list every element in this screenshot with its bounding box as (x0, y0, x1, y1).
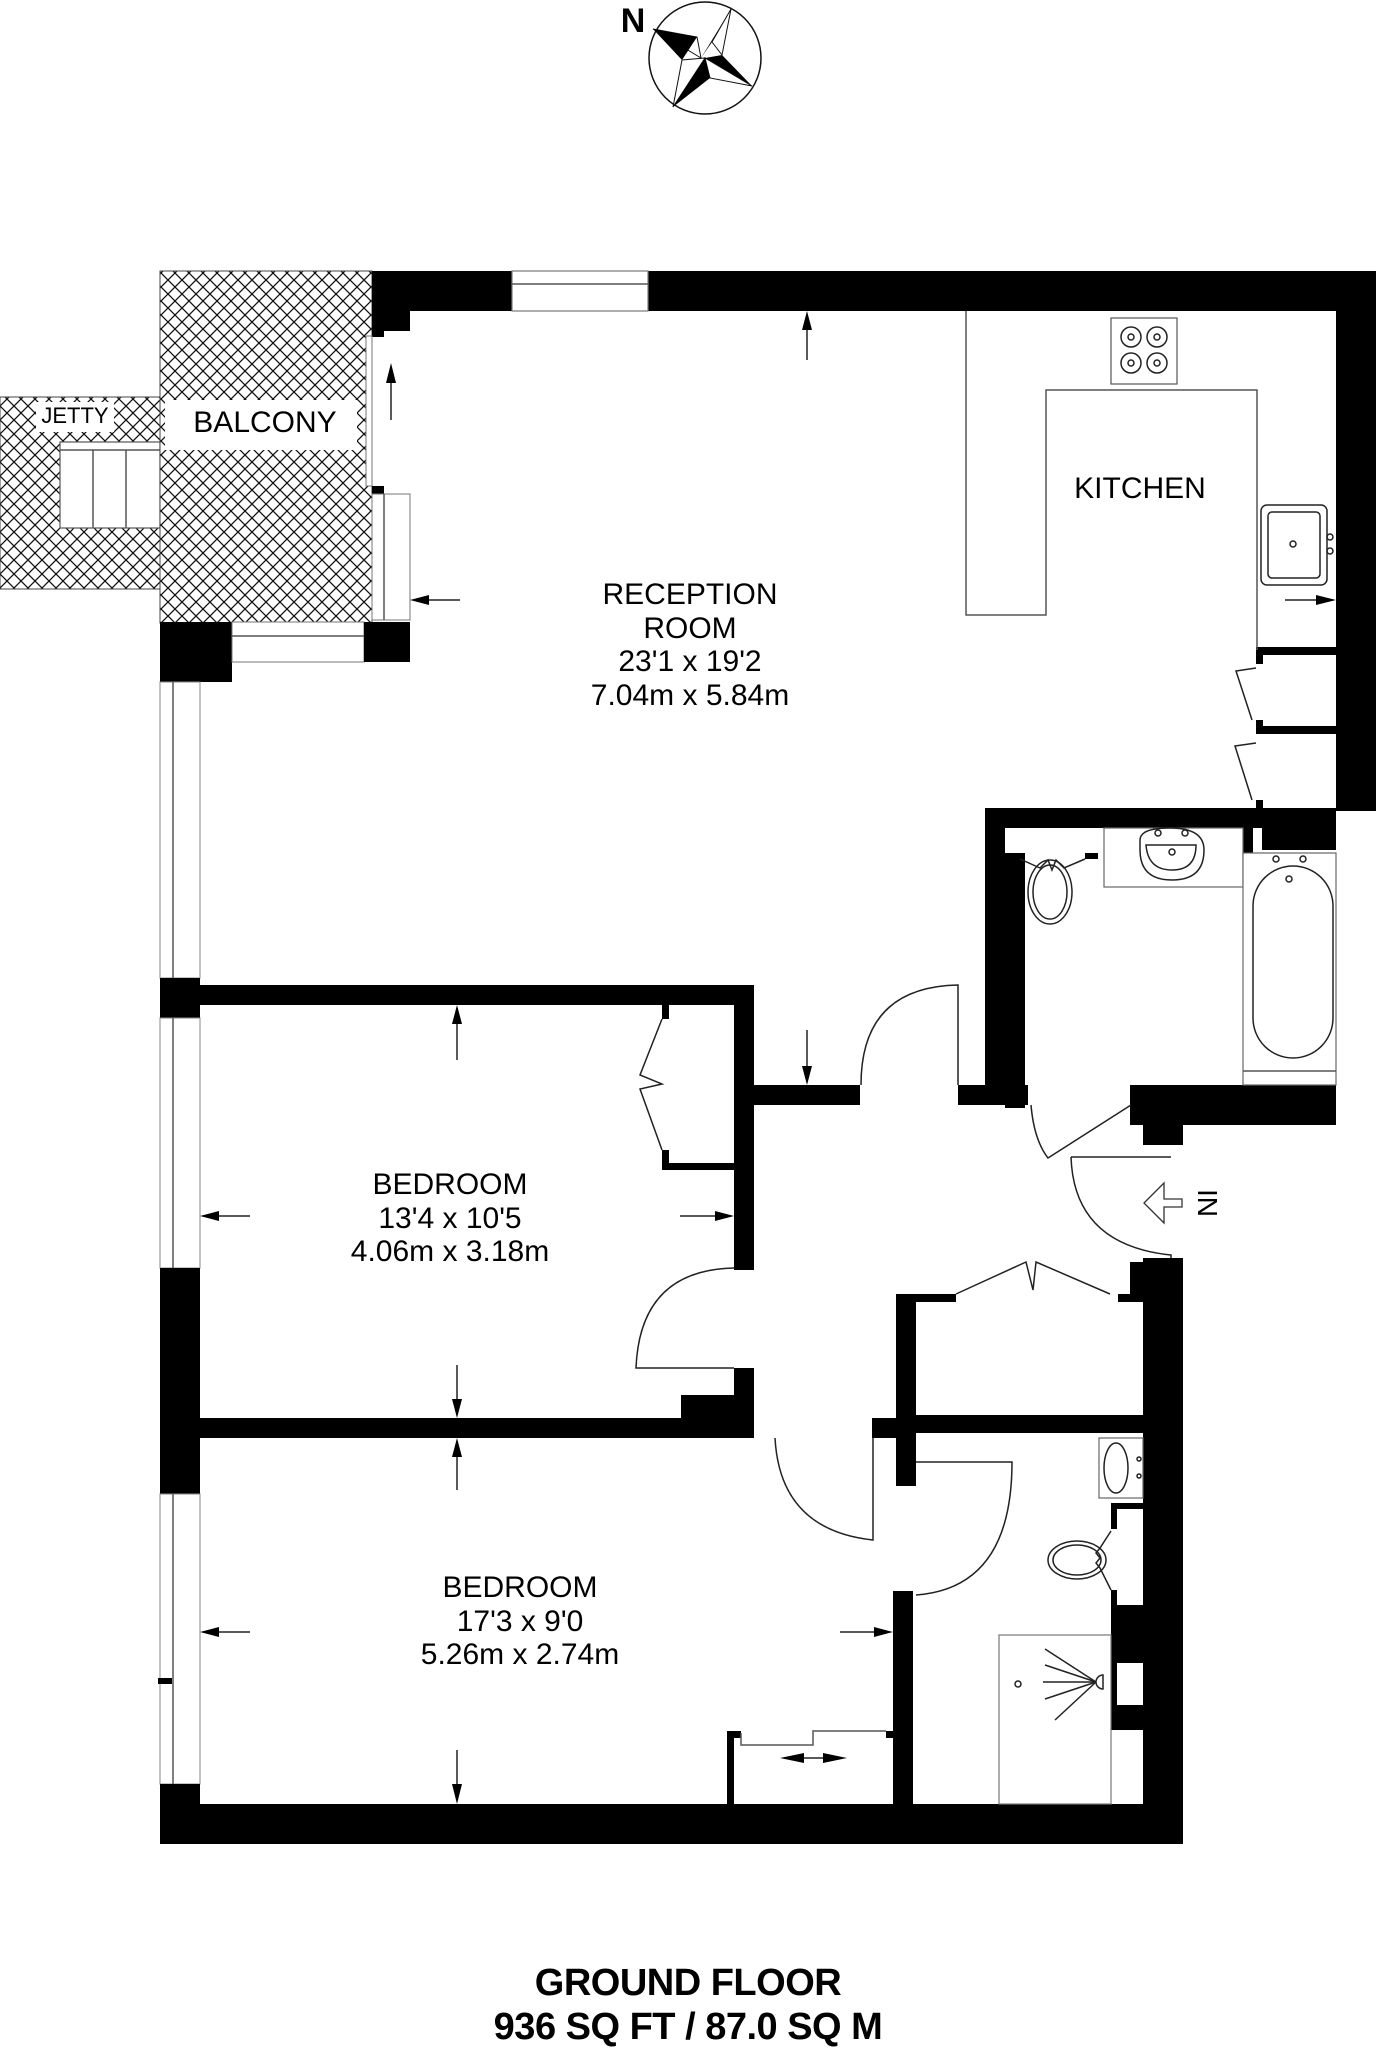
bedroom1-label: BEDROOM 13'4 x 10'5 4.06m x 3.18m (320, 1168, 580, 1269)
reception-name-line1: RECEPTION (602, 578, 778, 611)
ensuite-fittings (915, 1260, 1144, 1805)
bedroom1-metric: 4.06m x 3.18m (350, 1235, 550, 1269)
bathtub-icon (1242, 852, 1337, 1086)
ensuite-basin-icon (1098, 1437, 1144, 1499)
bedroom2-imperial: 17'3 x 9'0 (456, 1604, 584, 1638)
kitchen-label: KITCHEN (1074, 472, 1206, 505)
doors (635, 984, 1172, 1746)
kitchen-units (965, 311, 1334, 801)
ensuite-toilet-icon (1047, 1530, 1112, 1591)
reception-room-label: RECEPTION ROOM 23'1 x 19'2 7.04m x 5.84m (540, 578, 840, 712)
bedroom2-label: BEDROOM 17'3 x 9'0 5.26m x 2.74m (390, 1571, 650, 1672)
interior-walls (200, 647, 1336, 1804)
dimension-arrows (200, 311, 1336, 1804)
floor-area: 936 SQ FT / 87.0 SQ M (493, 2005, 883, 2048)
hob-icon (1110, 317, 1178, 385)
bedroom1-name: BEDROOM (372, 1168, 528, 1201)
shower-icon (998, 1634, 1112, 1805)
washbasin-icon (1139, 827, 1205, 881)
reception-name-line2: ROOM (643, 611, 737, 645)
bedroom1-imperial: 13'4 x 10'5 (378, 1201, 522, 1235)
entrance-label: IN (1192, 1189, 1223, 1217)
floor-name: GROUND FLOOR (534, 1962, 842, 2004)
bedroom2-name: BEDROOM (442, 1571, 598, 1604)
floor-summary: GROUND FLOOR 936 SQ FT / 87.0 SQ M (388, 1962, 988, 2049)
bedroom2-metric: 5.26m x 2.74m (420, 1638, 620, 1672)
north-compass-icon (648, 1, 762, 115)
reception-metric: 7.04m x 5.84m (590, 678, 790, 712)
bathroom-fittings (1005, 827, 1337, 1160)
walls (158, 270, 1376, 1844)
reception-imperial: 23'1 x 19'2 (618, 645, 762, 679)
balcony-label: BALCONY (193, 406, 337, 439)
compass-north-label: N (620, 2, 646, 40)
toilet-icon (1027, 859, 1073, 925)
jetty-area (0, 396, 161, 590)
entrance-arrow-icon (1143, 1181, 1183, 1225)
jetty-label: JETTY (41, 403, 109, 428)
kitchen-sink-icon (1260, 504, 1334, 586)
balcony-area (159, 270, 373, 624)
